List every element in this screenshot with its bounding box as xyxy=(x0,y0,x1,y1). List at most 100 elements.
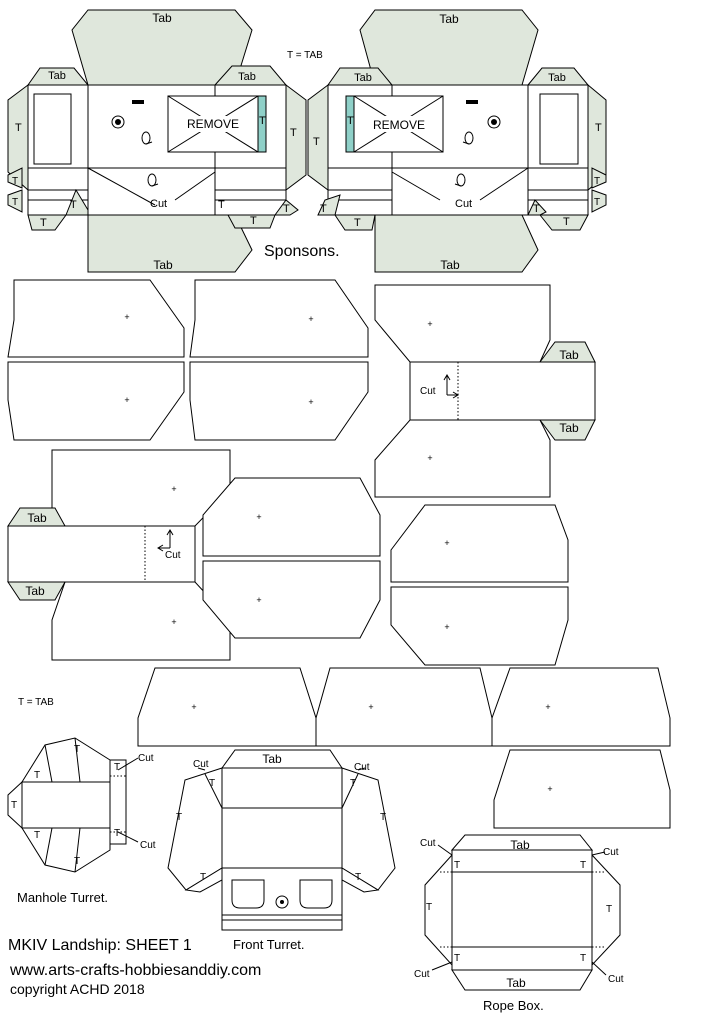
svg-text:+: + xyxy=(545,702,550,712)
tab-label: Tab xyxy=(354,72,372,84)
t-label: T xyxy=(209,778,215,789)
t-label: T xyxy=(176,812,182,823)
t-label: T xyxy=(74,856,80,867)
tab-label: Tab xyxy=(440,258,460,272)
t-label: T xyxy=(12,176,18,187)
t-label: T xyxy=(11,800,17,811)
t-label: T xyxy=(580,860,586,871)
t-label: T xyxy=(563,216,570,228)
cut-label: Cut xyxy=(420,838,436,849)
cut-label: Cut xyxy=(193,759,209,770)
sponsons-caption: Sponsons. xyxy=(264,243,340,260)
rope-box-caption: Rope Box. xyxy=(483,998,544,1013)
t-label: T xyxy=(114,762,120,773)
t-label: T xyxy=(594,197,600,208)
tab-legend: T = TAB xyxy=(18,697,54,708)
gun-port-icon xyxy=(275,895,289,909)
svg-text:+: + xyxy=(444,538,449,548)
t-label: T xyxy=(290,127,297,139)
side-panels-row-3: ++ ++ xyxy=(137,667,671,829)
front-turret: Tab Cut Cut T T T T T T Front Turret. xyxy=(167,749,396,952)
t-label: T xyxy=(533,203,540,215)
rope-box: Tab Tab Cut Cut Cut Cut T T T T T T Rope… xyxy=(414,834,624,1013)
lamp-icon xyxy=(454,173,466,187)
lamp-icon xyxy=(141,131,153,145)
remove-label: REMOVE xyxy=(373,118,425,132)
svg-text:+: + xyxy=(444,622,449,632)
svg-text:+: + xyxy=(427,453,432,463)
t-label: T xyxy=(40,217,47,229)
t-label: T xyxy=(12,197,18,208)
t-label: T xyxy=(200,872,206,883)
t-label: T xyxy=(70,199,77,211)
lamp-icon xyxy=(462,131,474,145)
lamp-icon xyxy=(147,173,159,187)
gun-port-icon xyxy=(487,115,501,129)
hull-piece-right: Tab Tab Cut + + xyxy=(374,284,596,498)
side-panels-row-1: ++ ++ xyxy=(7,279,369,441)
cut-label: Cut xyxy=(165,550,181,561)
cut-label: Cut xyxy=(140,840,156,851)
svg-text:+: + xyxy=(191,702,196,712)
svg-text:+: + xyxy=(124,395,129,405)
tab-label: Tab xyxy=(152,11,172,25)
cut-label: Cut xyxy=(354,762,370,773)
remove-label: REMOVE xyxy=(187,117,239,131)
t-label: T xyxy=(114,828,120,839)
tab-label: Tab xyxy=(238,71,256,83)
t-label: T xyxy=(34,770,40,781)
tab-label: Tab xyxy=(559,421,579,435)
tab-label: Tab xyxy=(559,348,579,362)
cut-label: Cut xyxy=(455,198,472,210)
cut-label: Cut xyxy=(603,847,619,858)
sponson-right: Tab Tab T Tab Tab T T T T T T T Cut T xyxy=(307,9,607,273)
cut-label: Cut xyxy=(414,969,430,980)
website-label: www.arts-crafts-hobbiesanddiy.com xyxy=(9,962,261,979)
svg-text:+: + xyxy=(427,319,432,329)
svg-text:+: + xyxy=(256,595,261,605)
side-panels-row-2: + + + + xyxy=(202,477,569,666)
t-label: T xyxy=(354,217,361,229)
tab-label: Tab xyxy=(153,258,173,272)
gun-port-icon xyxy=(111,115,125,129)
arrow-icon xyxy=(157,529,174,552)
cut-label: Cut xyxy=(150,198,167,210)
svg-text:+: + xyxy=(171,484,176,494)
t-label: T xyxy=(218,199,225,211)
tab-label: Tab xyxy=(48,70,66,82)
t-label: T xyxy=(350,778,356,789)
tab-label: Tab xyxy=(25,584,45,598)
t-label: T xyxy=(313,136,320,148)
svg-text:+: + xyxy=(256,512,261,522)
t-label: T xyxy=(594,176,600,187)
cut-label: Cut xyxy=(138,753,154,764)
tab-label: Tab xyxy=(262,752,282,766)
cut-label: Cut xyxy=(608,974,624,985)
t-label: T xyxy=(606,904,612,915)
copyright-label: copyright ACHD 2018 xyxy=(10,981,145,997)
t-label: T xyxy=(580,953,586,964)
t-label: T xyxy=(454,953,460,964)
t-label: T xyxy=(250,215,257,227)
arrow-icon xyxy=(443,374,459,399)
t-label: T xyxy=(34,830,40,841)
manhole-turret-caption: Manhole Turret. xyxy=(17,890,108,905)
hull-piece-left: Tab Tab Cut ++ xyxy=(7,449,231,661)
tab-label: Tab xyxy=(510,838,530,852)
t-label: T xyxy=(259,115,266,127)
tab-label: Tab xyxy=(27,511,47,525)
sponson-left: Tab Tab T Tab Tab T T T T T T T T Cut xyxy=(7,9,307,273)
t-label: T xyxy=(355,872,361,883)
svg-text:+: + xyxy=(547,784,552,794)
t-label: T xyxy=(15,122,22,134)
t-label: T xyxy=(426,902,432,913)
t-label: T xyxy=(454,860,460,871)
svg-text:+: + xyxy=(308,314,313,324)
t-label: T xyxy=(74,744,80,755)
tab-label: Tab xyxy=(548,72,566,84)
tab-label: Tab xyxy=(506,976,526,990)
manhole-turret: T T T T T T T Cut Cut Manhole Turret. xyxy=(7,737,156,905)
cut-label: Cut xyxy=(420,386,436,397)
